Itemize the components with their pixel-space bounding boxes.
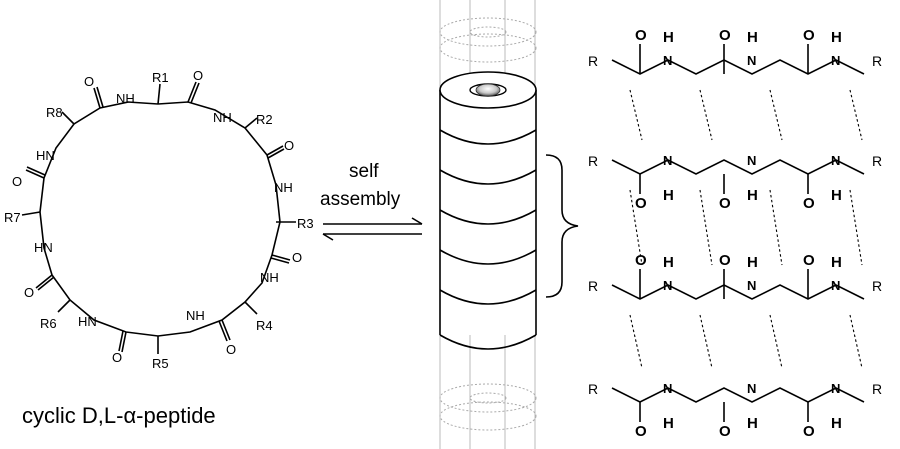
arrow-label-line2: assembly (320, 189, 401, 210)
ring-caption: cyclic D,L-α-peptide (22, 403, 216, 428)
sheet-n-4-2: N (747, 381, 756, 396)
sheet-o-2-2: O (719, 195, 731, 212)
sheet-o-4-1: O (635, 423, 647, 440)
label-nh-4: NH (260, 270, 279, 285)
sheet-h-3-1: H (663, 254, 674, 271)
sheet-r-right-3: R (872, 278, 882, 294)
label-o-7: O (12, 174, 22, 189)
sheet-n-3-3: N (831, 278, 840, 293)
sheet-backbone-1 (611, 59, 865, 75)
sheet-o-4-3: O (803, 423, 815, 440)
ring-labels: R1 O NH O R8 NH R2 O HN O NH R7 R3 HN O … (4, 68, 314, 371)
label-hn-7: HN (34, 240, 53, 255)
h-bond-3-1 (629, 314, 643, 369)
sheet-h-2-2: H (747, 187, 758, 204)
sheet-n-3-1: N (663, 278, 672, 293)
sheet-r-right-1: R (872, 53, 882, 69)
sheet-r-left-4: R (588, 381, 598, 397)
h-bond-1-4 (849, 89, 863, 141)
label-r6: R6 (40, 316, 57, 331)
sheet-r-right-4: R (872, 381, 882, 397)
label-nh-5: NH (186, 308, 205, 323)
sheet-backbone-3 (611, 284, 865, 300)
h-bond-3-4 (849, 314, 863, 369)
h-bond-2-4 (849, 189, 863, 266)
label-o-2: O (284, 138, 294, 153)
sheet-h-3-3: H (831, 254, 842, 271)
label-nh-3: NH (274, 180, 293, 195)
sheet-backbone-4 (611, 387, 865, 403)
sheet-r-left-1: R (588, 53, 598, 69)
sheet-h-4-1: H (663, 415, 674, 432)
h-bond-3-2 (699, 314, 713, 369)
sheet-h-1-3: H (831, 29, 842, 46)
sheet-n-3-2: N (747, 278, 756, 293)
label-o-1: O (193, 68, 203, 83)
arrow-label-line1: self (349, 161, 379, 182)
label-nh-1: NH (116, 91, 135, 106)
sheet-r-right-2: R (872, 153, 882, 169)
label-nh-2: NH (213, 110, 232, 125)
h-bond-2-3 (769, 189, 783, 266)
sheet-o-1-2: O (719, 27, 731, 44)
sheet-h-1-1: H (663, 29, 674, 46)
label-r2: R2 (256, 112, 273, 127)
label-o-8: O (84, 74, 94, 89)
sheet-n-4-1: N (663, 381, 672, 396)
label-r4: R4 (256, 318, 273, 333)
sheet-backbone-2 (611, 159, 865, 175)
sheet-h-3-2: H (747, 254, 758, 271)
label-hn-8: HN (36, 148, 55, 163)
sheet-n-2-3: N (831, 153, 840, 168)
sheet-n-4-3: N (831, 381, 840, 396)
nanotube-stack (439, 0, 537, 449)
sheet-o-1-3: O (803, 27, 815, 44)
sheet-h-1-2: H (747, 29, 758, 46)
sheet-o-1-1: O (635, 27, 647, 44)
h-bond-1-1 (629, 89, 643, 141)
ring-backbone (39, 101, 281, 337)
grouping-brace (545, 154, 579, 298)
sheet-r-left-3: R (588, 278, 598, 294)
sheet-o-3-3: O (803, 252, 815, 269)
label-r1: R1 (152, 70, 169, 85)
sheet-o-2-3: O (803, 195, 815, 212)
label-o-4: O (226, 342, 236, 357)
sheet-h-2-3: H (831, 187, 842, 204)
label-o-5: O (112, 350, 122, 365)
sheet-o-4-2: O (719, 423, 731, 440)
sheet-n-1-1: N (663, 53, 672, 68)
label-r8: R8 (46, 105, 63, 120)
h-bond-1-3 (769, 89, 783, 141)
sheet-h-2-1: H (663, 187, 674, 204)
sheet-n-1-2: N (747, 53, 756, 68)
label-hn-6: HN (78, 314, 97, 329)
sheet-n-2-2: N (747, 153, 756, 168)
h-bond-3-3 (769, 314, 783, 369)
label-r5: R5 (152, 356, 169, 371)
label-o-3: O (292, 250, 302, 265)
sheet-r-left-2: R (588, 153, 598, 169)
label-r3: R3 (297, 216, 314, 231)
label-o-6: O (24, 285, 34, 300)
h-bond-1-2 (699, 89, 713, 141)
sheet-n-2-1: N (663, 153, 672, 168)
sheet-h-4-3: H (831, 415, 842, 432)
h-bond-2-2 (699, 189, 713, 266)
sheet-n-1-3: N (831, 53, 840, 68)
cyclic-peptide-structure (21, 81, 296, 354)
label-r7: R7 (4, 210, 21, 225)
sheet-o-3-2: O (719, 252, 731, 269)
sheet-o-2-1: O (635, 195, 647, 212)
equilibrium-arrows (322, 217, 423, 241)
sheet-h-4-2: H (747, 415, 758, 432)
